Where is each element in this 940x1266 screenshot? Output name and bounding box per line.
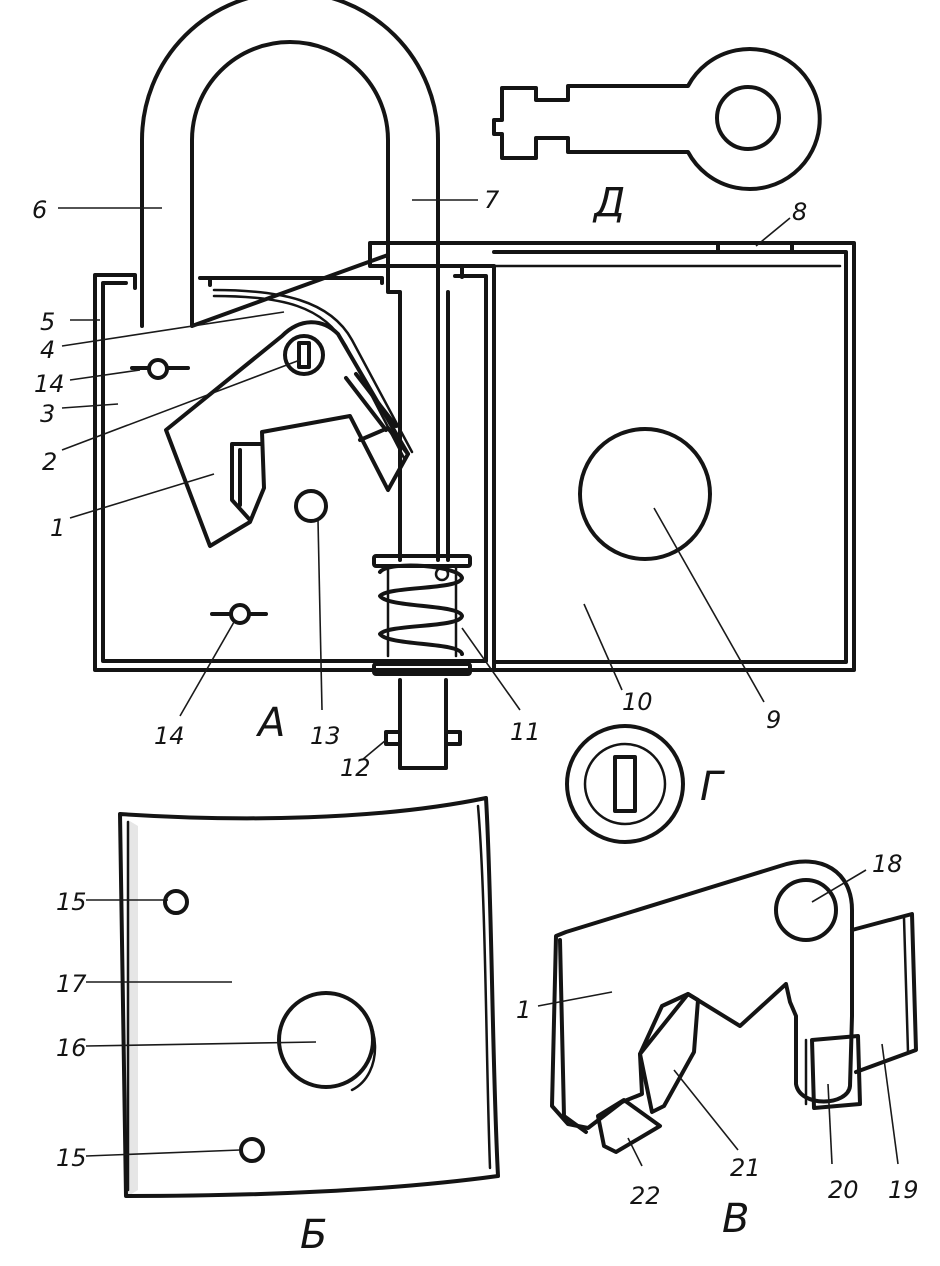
callout-13: 13 <box>310 722 341 750</box>
keyhole-opening <box>578 427 712 561</box>
callout-14-top: 14 <box>34 370 65 398</box>
callout-15-bottom: 15 <box>56 1144 87 1172</box>
callout-17: 17 <box>56 970 87 998</box>
callout-22: 22 <box>630 1182 661 1210</box>
callout-15-top: 15 <box>56 888 87 916</box>
callout-5: 5 <box>40 308 55 336</box>
latch-detail-body <box>550 859 854 1130</box>
callout-4: 4 <box>40 336 55 364</box>
callout-10: 10 <box>622 688 653 716</box>
keyway-opening <box>277 991 375 1089</box>
callout-12: 12 <box>340 754 371 782</box>
figure-label-b: Б <box>300 1212 327 1258</box>
rivet-hole <box>294 489 328 523</box>
callout-1-detail: 1 <box>516 996 531 1024</box>
callout-18: 18 <box>872 850 903 878</box>
callout-14-bottom: 14 <box>154 722 185 750</box>
lock-case-outer <box>93 241 856 672</box>
leader-lines <box>58 199 899 1167</box>
callout-7: 7 <box>484 186 500 214</box>
callout-2: 2 <box>42 448 57 476</box>
callout-21: 21 <box>730 1154 761 1182</box>
rivet-bottom <box>210 603 268 625</box>
callout-20: 20 <box>828 1176 859 1204</box>
screw-hole-top <box>163 889 189 915</box>
callout-9: 9 <box>766 706 781 734</box>
key-view <box>492 47 822 191</box>
shackle <box>140 0 440 328</box>
cylinder-cross-section <box>565 724 685 844</box>
latch-detail-view <box>550 859 918 1154</box>
callout-3: 3 <box>40 400 55 428</box>
figure-label-a: А <box>255 700 285 746</box>
bolt-rod <box>386 253 448 770</box>
side-plate <box>492 250 848 664</box>
figure-label-g: Г <box>700 764 725 810</box>
callout-11: 11 <box>510 718 541 746</box>
rivet-top <box>130 358 190 380</box>
callout-6: 6 <box>32 196 47 224</box>
lock-assembly-view <box>93 0 856 770</box>
cover-plate <box>118 796 500 1198</box>
figure-label-d: Д <box>592 180 625 226</box>
callout-16: 16 <box>56 1034 87 1062</box>
figure-letters: Д А Г Б В <box>255 180 749 1258</box>
cover-plate-view <box>118 796 500 1198</box>
screw-hole-bottom <box>239 1137 265 1163</box>
callout-8: 8 <box>792 198 807 226</box>
callout-19: 19 <box>888 1176 919 1204</box>
figure-label-v: В <box>722 1196 749 1242</box>
callout-1-main: 1 <box>50 514 65 542</box>
callout-numbers: 6 7 8 5 4 14 3 2 1 14 13 11 12 10 9 15 1… <box>32 186 919 1210</box>
spring <box>372 554 472 676</box>
